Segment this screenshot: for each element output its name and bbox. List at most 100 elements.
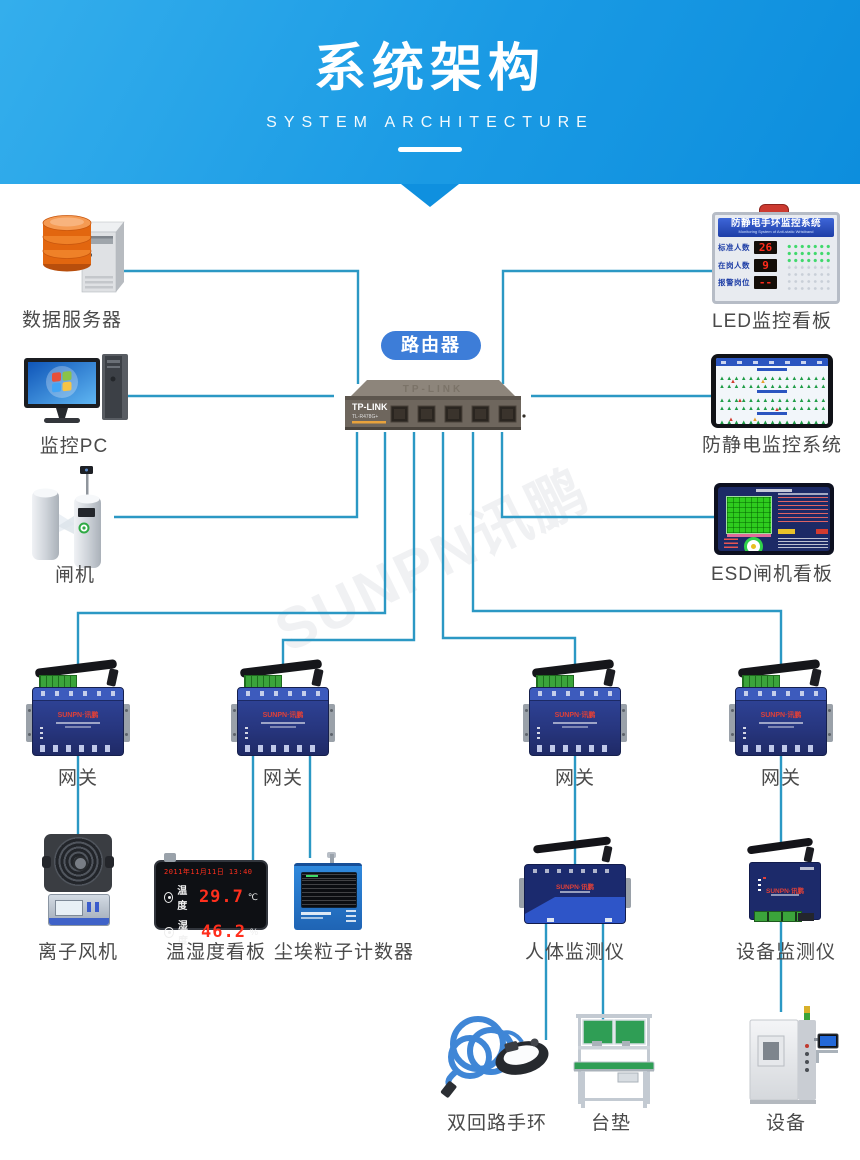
led-monitor-board-device: 防静电手环监控系统 Monitoring System of Anti-stat… [712,204,840,304]
dashboard-title-bar [756,489,792,492]
terminal-block [754,911,802,922]
green-chart [726,496,772,537]
label-data-server: 数据服务器 [21,310,123,331]
counter-screen [301,872,357,908]
router-brand: TP-LINK [352,402,388,412]
alert-person-icon [774,398,780,416]
label-equipment: 设备 [765,1113,807,1134]
banner-arrow-notch [401,184,459,207]
wire-router-gateway2 [281,432,416,666]
title-underline [398,147,462,152]
wire-router-gateway4 [471,432,783,666]
yellow-indicator [778,529,795,534]
terminal-block [742,675,780,689]
data-table [778,493,828,525]
ports [245,745,322,752]
thermometer-icon [164,891,174,903]
humidity-value: 46.2 [201,921,246,942]
led-value: 9 [754,258,777,272]
humidity-row: 湿度 46.2 % [164,917,258,947]
label-human-monitor: 人体监测仪 [524,942,626,963]
antistatic-monitor-device [711,354,833,428]
label-antistatic-system: 防静电监控系统 [701,435,843,456]
alert-person-icon [737,389,743,407]
wire-router-gateway3 [441,432,577,666]
led-dot-matrix [786,243,832,293]
router-device: TP-LINK TP-LINK TL-R478G+ [345,380,526,430]
fan-control-panel [48,894,110,926]
warn-person-icon [760,370,766,388]
gateway-device-1 [26,659,130,756]
human-monitor-device [519,836,631,926]
ports [743,745,820,752]
antenna-icon [746,837,814,855]
led-dot-matrix-lit [786,243,832,266]
label-monitor-pc: 监控PC [39,436,109,457]
temperature-row: 温度 29.7 ℃ [164,882,258,912]
ports [537,745,614,752]
gateway-device-4 [729,659,833,756]
person-status-group [716,367,828,389]
label-gateway-2: 网关 [262,768,304,789]
warn-person-icon [752,408,758,424]
router-model: TL-R478G+ [352,414,378,420]
person-status-group [716,411,828,425]
label-device-monitor: 设备监测仪 [735,942,837,963]
label-gate: 闸机 [54,565,96,586]
chart-legend [724,538,738,548]
label-gateway-1: 网关 [57,768,99,789]
label-temp-board: 温湿度看板 [165,942,267,963]
esd-gate-dashboard-device [714,483,834,555]
label-wristband: 双回路手环 [446,1113,548,1134]
wire-server-router [115,269,360,384]
label-gateway-3: 网关 [554,768,596,789]
wrist-strap-icon [495,1038,549,1075]
database-icon [42,215,92,272]
gateway-device-3 [523,659,627,756]
ion-fan-device [40,834,116,930]
wire-gate-router [114,432,359,519]
led-board-subtitle: Monitoring System of Anti-static Wristba… [738,229,814,235]
device-monitor-device [745,837,825,926]
router-orange-text [352,421,386,424]
label-table-mat: 台垫 [590,1113,632,1134]
label-ion-fan: 离子风机 [37,942,119,963]
alert-person-icon [728,408,734,424]
wire-esd-router [500,432,716,519]
person-triangle-icon-row [716,394,828,402]
monitor-pc-device [24,354,128,423]
equipment-device [749,1006,839,1104]
led-row-standard: 标准人数 26 [718,241,782,255]
port [547,918,554,922]
red-indicator [816,529,828,534]
temperature-value: 29.7 [198,886,244,907]
led-row-alarm: 报警岗位 -- [718,276,782,290]
label-dust-counter: 尘埃粒子计数器 [273,942,415,963]
led-value: 26 [754,241,777,254]
banner: 系统架构 SYSTEM ARCHITECTURE [0,0,860,184]
terminal-block [244,675,282,689]
led-row-onduty: 在岗人数 9 [718,258,782,272]
label-led-board: LED监控看板 [712,311,832,332]
antenna-icon [532,836,612,854]
data-table [778,538,828,550]
table-mat-device [573,1014,655,1108]
data-server-device [42,215,125,293]
label-esd-board: ESD闸机看板 [710,564,834,585]
temp-humidity-board-device: 2011年11月11日 13:40 温度 29.7 ℃ 湿度 46.2 % [154,853,268,947]
label-gateway-4: 网关 [760,768,802,789]
equipment-monitor-screen [820,1036,836,1046]
router-label-pill: 路由器 [381,331,481,360]
windows-logo-icon [52,371,72,393]
led-board-title: 防静电手环监控系统 [730,218,821,229]
page-subtitle: SYSTEM ARCHITECTURE [266,114,594,131]
gate-device [32,466,101,568]
page-title: 系统架构 [313,40,546,98]
screen-header-bar [716,358,828,366]
wire-led-router [501,269,712,384]
alert-person-icon [730,370,736,388]
gauge-icon [744,537,763,551]
wristband-device [440,1016,549,1098]
